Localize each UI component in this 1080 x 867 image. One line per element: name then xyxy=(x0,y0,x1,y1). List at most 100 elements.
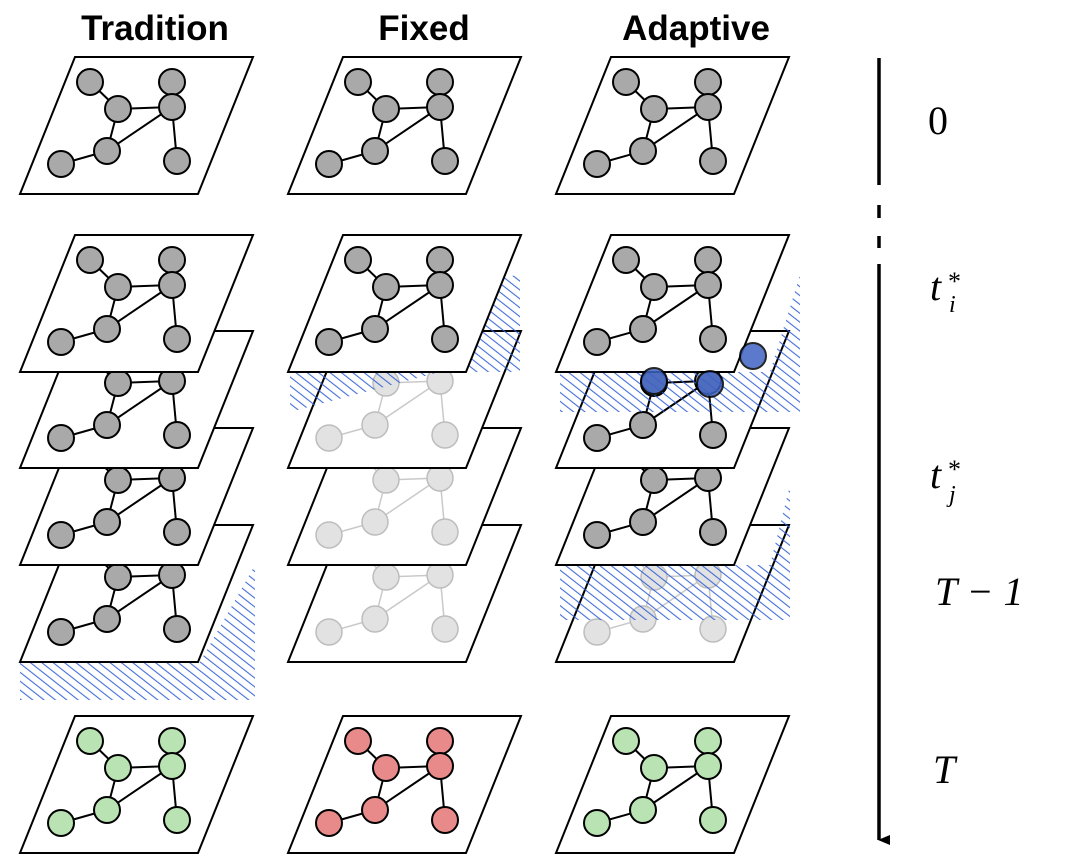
panel-adaptive-step-0 xyxy=(554,56,791,195)
graph-node xyxy=(694,246,722,274)
time-label-zero: 0 xyxy=(928,98,948,143)
graph-node xyxy=(612,727,640,755)
graph-panels xyxy=(18,56,800,854)
graph-node xyxy=(47,328,75,356)
column-title-adaptive: Adaptive xyxy=(622,9,770,48)
graph-node xyxy=(104,273,132,301)
panel-tradition-stack-3 xyxy=(18,234,255,373)
graph-node xyxy=(426,727,454,755)
time-label-tj-base: t xyxy=(930,452,942,497)
graph-node xyxy=(431,518,459,546)
graph-node xyxy=(344,68,372,96)
time-label-tj-star: * xyxy=(948,455,961,484)
graph-node xyxy=(372,95,400,123)
graph-node xyxy=(699,806,727,834)
time-label-tj-sub: j xyxy=(946,482,956,508)
graph-node xyxy=(104,754,132,782)
column-title-tradition: Tradition xyxy=(81,9,229,48)
graph-node xyxy=(158,93,186,121)
time-label-ti-base: t xyxy=(930,264,942,309)
graph-node xyxy=(47,809,75,837)
graph-node-highlighted xyxy=(696,370,724,398)
graph-node xyxy=(93,315,121,343)
graph-node xyxy=(93,137,121,165)
panel-tradition-step-0 xyxy=(18,56,255,195)
panel-tradition-final xyxy=(18,715,255,854)
graph-node xyxy=(426,93,454,121)
graph-node xyxy=(76,246,104,274)
graph-node xyxy=(47,618,75,646)
graph-node xyxy=(104,466,132,494)
graph-node xyxy=(158,271,186,299)
graph-node xyxy=(372,754,400,782)
graph-node xyxy=(93,605,121,633)
graph-node xyxy=(612,68,640,96)
graph-node xyxy=(431,421,459,449)
time-label-t-minus-one: T − 1 xyxy=(935,569,1024,614)
graph-node xyxy=(426,68,454,96)
graph-node xyxy=(93,411,121,439)
graph-node xyxy=(344,246,372,274)
graph-node xyxy=(158,727,186,755)
graph-node-highlighted xyxy=(640,367,668,395)
graph-node xyxy=(699,518,727,546)
graph-node xyxy=(612,246,640,274)
graph-node xyxy=(694,68,722,96)
graph-node xyxy=(163,147,191,175)
graph-node xyxy=(694,271,722,299)
graph-node xyxy=(93,508,121,536)
hatch-adaptive-ti xyxy=(560,275,800,412)
graph-node xyxy=(426,271,454,299)
graph-node xyxy=(372,466,400,494)
graph-node xyxy=(583,328,611,356)
graph-node xyxy=(640,95,668,123)
graph-node xyxy=(315,521,343,549)
graph-node xyxy=(104,95,132,123)
graph-node xyxy=(315,424,343,452)
graph-node xyxy=(640,466,668,494)
graph-node xyxy=(361,137,389,165)
graph-node xyxy=(640,754,668,782)
graph-node xyxy=(629,796,657,824)
graph-node xyxy=(158,68,186,96)
graph-node xyxy=(694,727,722,755)
graph-node xyxy=(629,411,657,439)
graph-node xyxy=(426,246,454,274)
graph-node xyxy=(640,273,668,301)
graph-node xyxy=(361,508,389,536)
graph-node xyxy=(431,615,459,643)
graph-node xyxy=(361,605,389,633)
graph-node xyxy=(694,752,722,780)
panel-adaptive-final xyxy=(554,715,791,854)
panel-fixed-stack-top xyxy=(286,234,523,373)
graph-node xyxy=(431,147,459,175)
graph-node xyxy=(315,809,343,837)
hatch-adaptive-tj xyxy=(560,485,790,620)
graph-node xyxy=(629,315,657,343)
graph-node xyxy=(583,424,611,452)
panel-fixed-final xyxy=(286,715,523,854)
graph-node xyxy=(158,752,186,780)
graph-node xyxy=(426,752,454,780)
panel-fixed-step-0 xyxy=(286,56,523,195)
graph-node xyxy=(47,424,75,452)
graph-node xyxy=(699,421,727,449)
graph-node xyxy=(104,369,132,397)
graph-node-highlighted xyxy=(739,342,767,370)
graph-node xyxy=(583,150,611,178)
graph-node xyxy=(431,325,459,353)
graph-node xyxy=(163,421,191,449)
time-label-ti-star: * xyxy=(948,267,961,296)
graph-node xyxy=(315,618,343,646)
graph-node xyxy=(361,315,389,343)
graph-node xyxy=(583,618,611,646)
time-label-t-final: T xyxy=(933,747,958,792)
graph-node xyxy=(315,328,343,356)
graph-node xyxy=(104,563,132,591)
graph-node xyxy=(361,411,389,439)
graph-node xyxy=(629,137,657,165)
graph-node xyxy=(372,563,400,591)
graph-node xyxy=(163,806,191,834)
graph-node xyxy=(361,796,389,824)
